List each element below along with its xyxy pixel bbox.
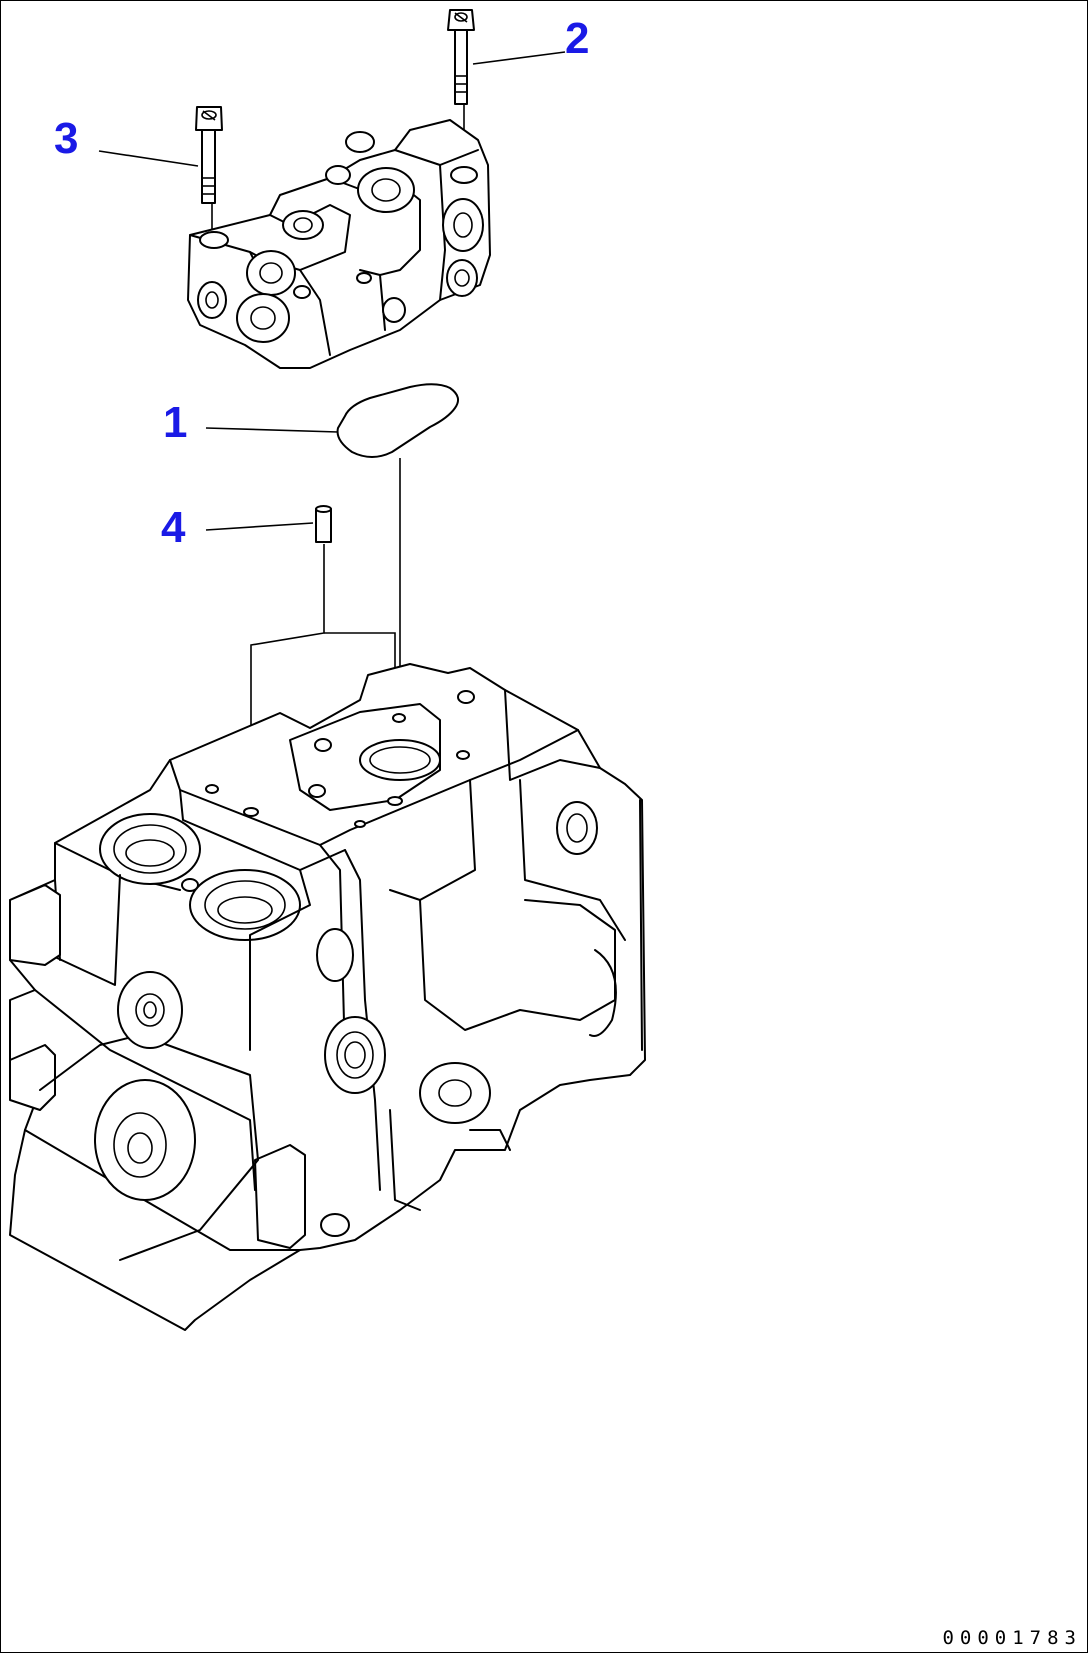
leader-3 [98, 150, 199, 167]
control-valve-block [187, 119, 491, 369]
gasket-part-1 [336, 383, 460, 458]
leader-2 [472, 51, 566, 65]
callout-4: 4 [161, 503, 186, 552]
callout-2: 2 [565, 14, 590, 63]
bolt-part-3 [195, 106, 223, 204]
drawing-code: 00001783 [942, 1627, 1082, 1649]
leader-4 [205, 522, 314, 531]
callout-3: 3 [54, 114, 79, 163]
pump-body [9, 663, 646, 1331]
leader-1 [205, 427, 339, 433]
bolt-part-2 [447, 9, 475, 105]
callout-1: 1 [163, 398, 188, 447]
dowel-pin-part-4 [315, 505, 332, 543]
